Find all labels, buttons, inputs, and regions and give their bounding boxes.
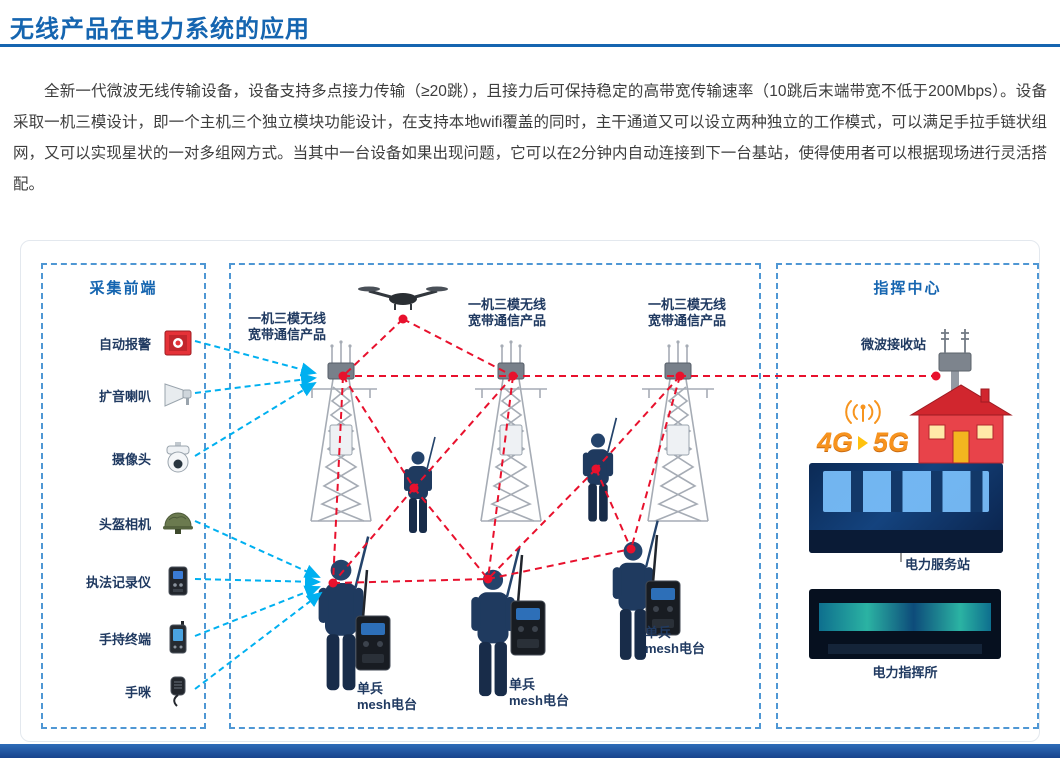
- node-label-3: 一机三模无线 宽带通信产品: [647, 297, 726, 328]
- badge-left: 4G: [816, 427, 853, 457]
- footer-bar: [0, 744, 1060, 758]
- transmission-tower-3: [641, 339, 715, 522]
- station-house-icon: [910, 384, 1012, 464]
- front-end-item-label: 执法记录仪: [85, 574, 151, 590]
- alarm-icon: [160, 328, 196, 358]
- intro-paragraph: 全新一代微波无线传输设备，设备支持多点接力传输（≥20跳），且接力后可保持稳定的…: [13, 83, 1047, 193]
- front-end-item-label: 扩音喇叭: [98, 388, 151, 404]
- page-title: 无线产品在电力系统的应用: [10, 16, 310, 43]
- mesh-network-box: [229, 263, 761, 729]
- frontend-arrow-lines: [194, 340, 323, 690]
- front-end-item-label: 摄像头: [111, 451, 151, 467]
- front-end-item-label: 自动报警: [98, 336, 151, 352]
- front-end-item-label: 手咪: [124, 684, 151, 700]
- front-end-item: 摄像头: [51, 440, 196, 476]
- front-end-item-label: 手持终端: [98, 631, 151, 647]
- horn-speaker-icon: [160, 382, 196, 408]
- network-scene: [194, 285, 1012, 698]
- node-label-1: 一机三模无线 宽带通信产品: [247, 311, 326, 342]
- front-end-box: 采集前端 自动报警 扩音喇叭: [41, 263, 206, 729]
- transmission-tower-2: [474, 339, 548, 522]
- command-center-title: 指挥中心: [873, 280, 942, 297]
- soldier-figure-1: [403, 436, 436, 534]
- front-end-item: 自动报警: [51, 325, 196, 361]
- front-end-item: 手持终端: [51, 620, 196, 656]
- title-underline: [0, 44, 1060, 47]
- front-end-title: 采集前端: [89, 280, 158, 297]
- body-recorder-icon: [160, 565, 196, 597]
- power-command-label: 电力指挥所: [872, 665, 938, 680]
- badge-right: 5G: [873, 427, 910, 457]
- speaker-mic-icon: [160, 675, 196, 707]
- network-badge: 4G 5G: [813, 427, 913, 458]
- diagram-panel: 采集前端 自动报警 扩音喇叭: [20, 240, 1040, 742]
- soldier-radio-label-1: 单兵 mesh电台: [357, 681, 417, 712]
- node-label-2: 一机三模无线 宽带通信产品: [467, 297, 546, 328]
- mesh-radio-1: [354, 568, 392, 672]
- front-end-item: 头盔相机: [51, 505, 196, 541]
- ptz-camera-icon: [160, 442, 196, 474]
- front-end-item: 手咪: [51, 673, 196, 709]
- badge-arrow-icon: [858, 435, 868, 450]
- microwave-station-icon: [938, 328, 972, 398]
- control-room-photo: [809, 463, 1003, 553]
- handheld-terminal-icon: [160, 621, 196, 655]
- front-end-item: 执法记录仪: [51, 563, 196, 599]
- helmet-camera-icon: [160, 510, 196, 536]
- front-end-item: 扩音喇叭: [51, 377, 196, 413]
- command-center-box: 指挥中心: [776, 263, 1039, 729]
- soldier-radio-label-3: 单兵 mesh电台: [645, 625, 705, 656]
- power-service-label: 电力服务站: [905, 557, 971, 572]
- mesh-link-lines: [332, 318, 936, 584]
- front-end-item-label: 头盔相机: [98, 516, 151, 532]
- microwave-station-label: 微波接收站: [861, 337, 927, 352]
- command-hall-photo: [809, 589, 1001, 659]
- radio-waves-icon: [845, 400, 881, 424]
- soldier-radio-label-2: 单兵 mesh电台: [509, 677, 569, 708]
- drone-icon: [356, 285, 450, 312]
- mesh-node-dots: [328, 314, 941, 588]
